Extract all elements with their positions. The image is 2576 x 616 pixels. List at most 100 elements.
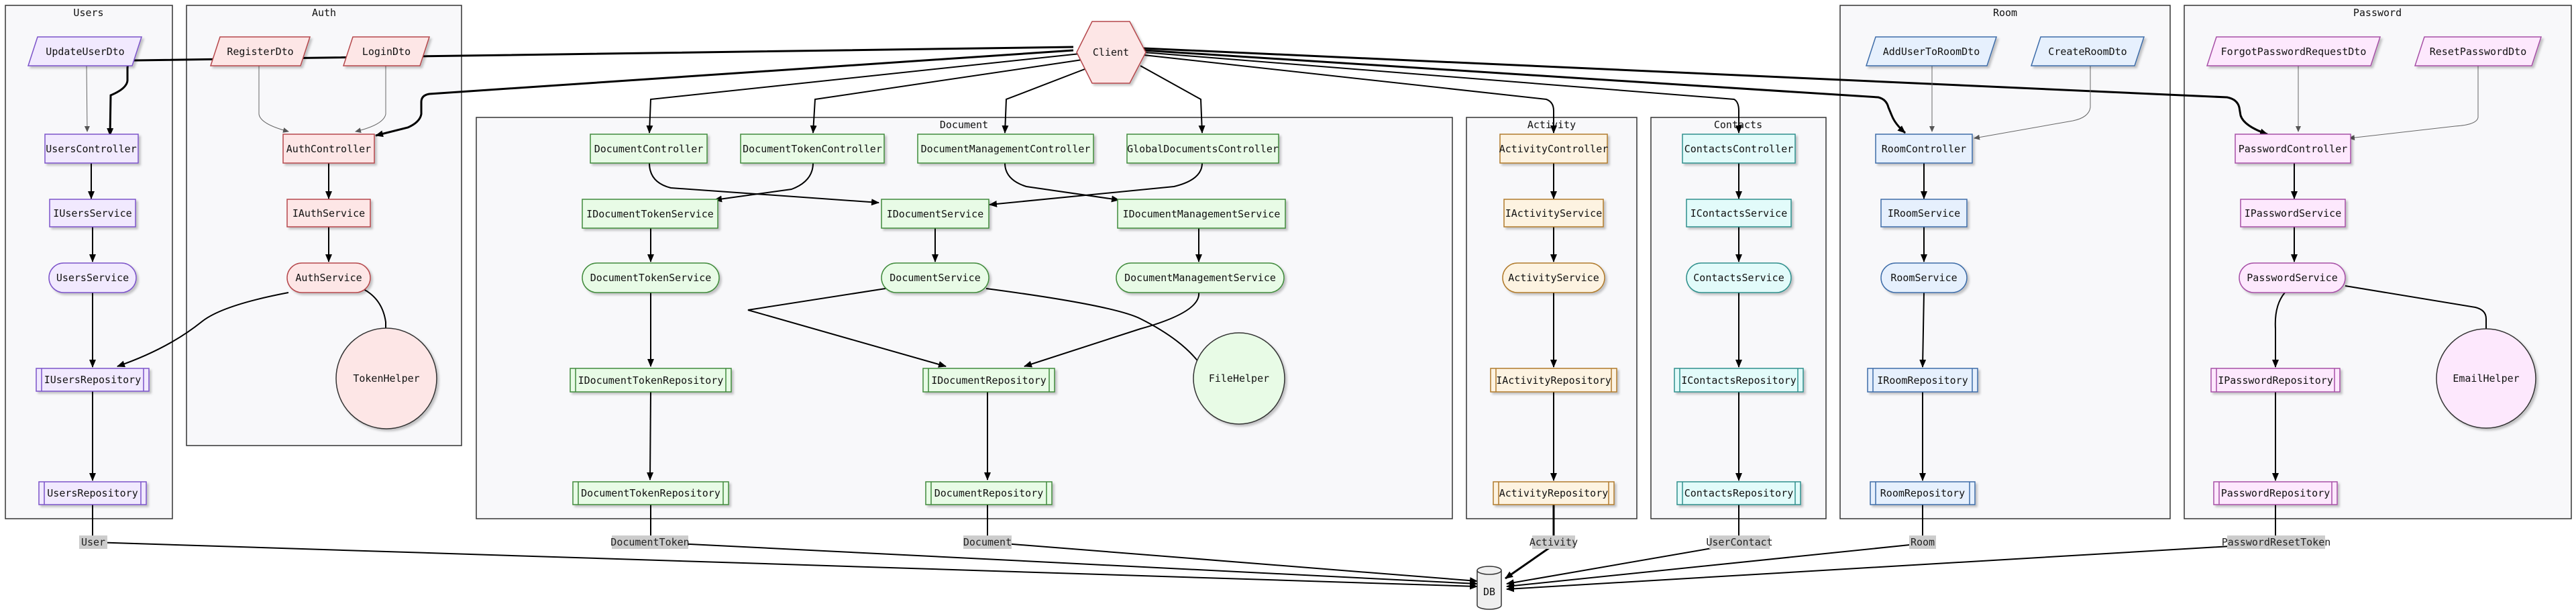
cluster-password: Password [2184,5,2572,519]
svg-text:AuthController: AuthController [286,143,371,155]
edge-label-document: Document [963,536,1012,548]
svg-text:IUsersService: IUsersService [53,207,131,219]
svg-text:IAuthService: IAuthService [292,207,365,219]
node-contacts-repository: ContactsRepository [1676,481,1801,505]
node-activity-controller: ActivityController [1499,134,1609,164]
svg-text:UsersController: UsersController [46,143,136,155]
edge-label-activity: Activity [1529,536,1578,548]
svg-text:DB: DB [1483,586,1495,598]
svg-text:PasswordService: PasswordService [2247,272,2337,284]
edge-client-document-token-controller [810,58,1087,134]
svg-text:UsersRepository: UsersRepository [47,487,138,499]
node-document-token-service: DocumentTokenService [582,262,720,293]
node-iactivity-repository: IActivityRepository [1490,368,1617,393]
svg-text:IRoomRepository: IRoomRepository [1877,374,1968,387]
svg-text:Client: Client [1093,46,1129,58]
svg-text:RegisterDto: RegisterDto [227,46,293,58]
svg-text:ResetPasswordDto: ResetPasswordDto [2430,46,2527,58]
svg-text:ActivityController: ActivityController [1499,143,1609,155]
svg-text:UpdateUserDto: UpdateUserDto [46,46,124,58]
edge-client-global-documents-controller [1140,65,1205,134]
svg-text:IActivityRepository: IActivityRepository [1496,374,1611,387]
cluster-room: Room [1839,5,2171,519]
node-idocument-token-repository: IDocumentTokenRepository [570,368,732,393]
node-users-service: UsersService [48,262,137,293]
svg-text:FileHelper: FileHelper [1209,372,1269,384]
svg-text:ActivityService: ActivityService [1508,272,1599,284]
edge-client-contacts-controller [1143,52,1742,134]
edge-label-room: Room [1911,536,1935,548]
node-login-dto: LoginDto [342,36,431,66]
node-contacts-service: ContactsService [1686,262,1792,293]
cluster-document-title: Document [940,119,988,131]
node-email-helper: EmailHelper [2436,328,2536,429]
node-auth-service: AuthService [286,262,371,293]
svg-text:ForgotPasswordRequestDto: ForgotPasswordRequestDto [2221,46,2367,58]
node-auth-controller: AuthController [282,134,375,164]
svg-text:RoomService: RoomService [1890,272,1957,284]
node-ipassword-service: IPasswordService [2240,199,2346,227]
node-users-controller: UsersController [44,134,139,164]
edge-label-password-reset-token: PasswordResetToken [2222,536,2331,548]
edge-label-user-contact: UserContact [1706,536,1772,548]
svg-text:RoomRepository: RoomRepository [1880,487,1965,499]
edge-label-document-token: DocumentToken [610,536,689,548]
node-client: Client [1076,21,1146,84]
node-password-controller: PasswordController [2235,134,2351,164]
node-iroom-repository: IRoomRepository [1867,368,1978,393]
svg-text:ContactsController: ContactsController [1684,143,1794,155]
node-iroom-service: IRoomService [1880,199,1968,227]
node-icontacts-repository: IContactsRepository [1674,368,1804,393]
node-iusers-service: IUsersService [49,199,136,227]
node-global-documents-controller: GlobalDocumentsController [1126,134,1279,164]
edge-client-room-controller [1143,49,1906,134]
cluster-users: Users [5,5,173,519]
node-add-user-to-room-dto: AddUserToRoomDto [1865,36,1998,66]
edge-client-document-controller [646,53,1081,134]
svg-text:IDocumentRepository: IDocumentRepository [931,374,1046,387]
svg-text:AddUserToRoomDto: AddUserToRoomDto [1883,46,1980,58]
svg-text:ActivityRepository: ActivityRepository [1499,487,1609,499]
svg-text:DocumentRepository: DocumentRepository [934,487,1044,499]
svg-text:DocumentTokenRepository: DocumentTokenRepository [581,487,720,499]
node-forgot-password-request-dto: ForgotPasswordRequestDto [2206,36,2381,66]
svg-text:IUsersRepository: IUsersRepository [44,374,142,386]
svg-text:IDocumentTokenService: IDocumentTokenService [586,208,714,220]
svg-text:PasswordRepository: PasswordRepository [2221,487,2330,499]
node-iauth-service: IAuthService [286,199,371,227]
edge-client-document-management-controller [1002,65,1094,134]
edge-client-auth-controller [375,49,1074,138]
cluster-password-title: Password [2353,7,2402,19]
node-document-repository: DocumentRepository [925,481,1053,505]
node-token-helper: TokenHelper [335,327,437,429]
svg-text:CreateRoomDto: CreateRoomDto [2048,46,2127,58]
node-activity-repository: ActivityRepository [1493,481,1615,505]
svg-text:IRoomService: IRoomService [1888,207,1960,219]
node-register-dto: RegisterDto [209,36,311,66]
node-icontacts-service: IContactsService [1686,199,1792,227]
node-idocument-service: IDocumentService [881,199,989,229]
svg-text:DocumentTokenController: DocumentTokenController [743,143,882,155]
svg-text:IActivityService: IActivityService [1505,207,1603,219]
node-iusers-repository: IUsersRepository [36,368,150,392]
cluster-users-title: Users [73,7,103,19]
node-document-token-repository: DocumentTokenRepository [572,481,729,505]
edge-label-user: User [81,536,105,548]
edge-client-activity-controller [1143,54,1557,134]
svg-text:DocumentController: DocumentController [594,143,704,155]
svg-text:LoginDto: LoginDto [362,46,411,58]
node-iactivity-service: IActivityService [1503,199,1604,227]
node-ipassword-repository: IPasswordRepository [2210,368,2341,393]
edge-client-password-controller [1143,47,2268,136]
node-document-service: DocumentService [881,262,989,293]
cluster-activity: Activity [1466,117,1638,519]
svg-text:ContactsService: ContactsService [1693,272,1784,284]
svg-text:RoomController: RoomController [1882,143,1966,155]
svg-text:UsersService: UsersService [56,272,129,284]
svg-text:DocumentTokenService: DocumentTokenService [590,272,712,284]
node-room-service: RoomService [1880,262,1968,293]
node-users-repository: UsersRepository [38,481,147,505]
node-activity-service: ActivityService [1502,262,1605,293]
